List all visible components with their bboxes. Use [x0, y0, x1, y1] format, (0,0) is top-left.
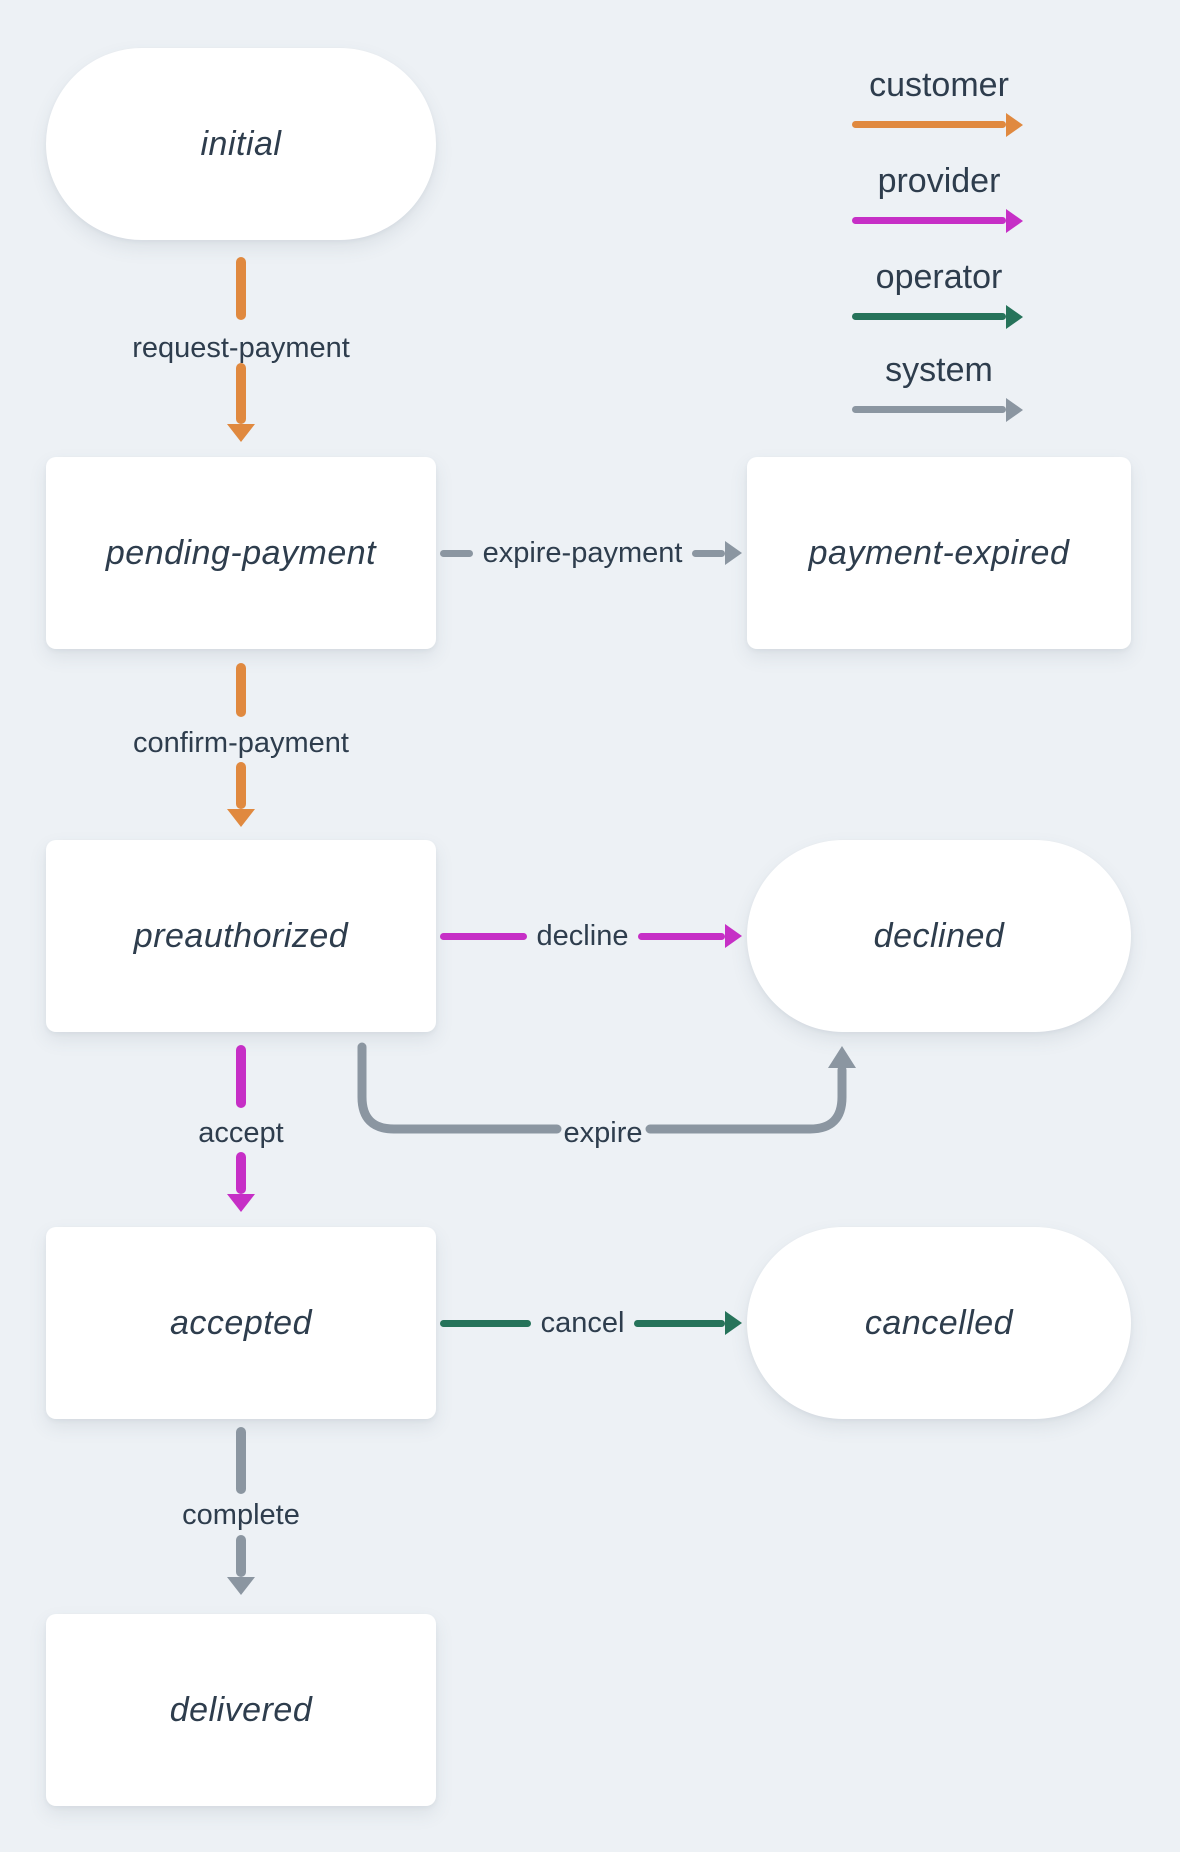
arrow-line: [236, 1045, 246, 1108]
node-label: delivered: [169, 1690, 313, 1729]
arrow-line: [236, 762, 246, 809]
arrowhead-right-icon: [1006, 113, 1023, 137]
arrow-line: [634, 1319, 726, 1327]
arrowhead-up-icon: [828, 1046, 856, 1068]
node-declined: declined: [747, 840, 1131, 1032]
legend-arrow-line: [852, 313, 1006, 320]
transition-label: complete: [182, 1499, 300, 1531]
arrow-line: [236, 1427, 246, 1494]
arrowhead-down-icon: [227, 1577, 255, 1595]
arrow-line: [236, 1535, 246, 1577]
legend-arrow-provider: [819, 209, 1059, 233]
legend-arrow-operator: [819, 305, 1059, 329]
arrowhead-right-icon: [1006, 398, 1023, 422]
node-label: preauthorized: [133, 916, 349, 955]
transition-label: request-payment: [132, 332, 350, 364]
transition-label: expire: [563, 1117, 643, 1149]
arrowhead-right-icon: [1006, 209, 1023, 233]
transition-label: decline: [536, 919, 629, 952]
node-cancelled: cancelled: [747, 1227, 1131, 1419]
arrowhead-right-icon: [725, 924, 742, 948]
arrowhead-right-icon: [725, 541, 742, 565]
node-label: payment-expired: [808, 533, 1070, 572]
legend-arrow-line: [852, 121, 1006, 128]
arrow-line: [236, 1152, 246, 1194]
node-label: cancelled: [864, 1303, 1014, 1342]
transition-cancel: cancel: [440, 1302, 743, 1344]
arrowhead-right-icon: [725, 1311, 743, 1335]
expire-curve-segment: [645, 1065, 847, 1134]
legend-label: customer: [869, 66, 1009, 104]
legend-item-provider: provider: [819, 159, 1059, 233]
legend-arrow-customer: [819, 113, 1059, 137]
transition-label: expire-payment: [482, 536, 683, 569]
legend-arrow-line: [852, 217, 1006, 224]
arrow-line: [440, 932, 527, 940]
arrow-line: [440, 1319, 531, 1327]
arrowhead-right-icon: [1006, 305, 1023, 329]
legend-item-operator: operator: [819, 255, 1059, 329]
node-delivered: delivered: [46, 1614, 436, 1806]
arrow-line: [236, 257, 246, 320]
legend-label: system: [885, 351, 993, 389]
arrow-line: [236, 363, 246, 424]
arrowhead-down-icon: [227, 424, 255, 442]
arrow-line: [638, 932, 725, 940]
transition-expire-payment: expire-payment: [440, 532, 742, 574]
node-preauthorized: preauthorized: [46, 840, 436, 1032]
transition-label: confirm-payment: [133, 727, 349, 759]
node-accepted: accepted: [46, 1227, 436, 1419]
transition-decline: decline: [440, 915, 742, 957]
node-label: pending-payment: [105, 533, 377, 572]
legend-label: operator: [875, 258, 1003, 296]
legend-item-customer: customer: [819, 63, 1059, 137]
node-initial: initial: [46, 48, 436, 240]
legend-item-system: system: [819, 348, 1059, 422]
arrow-line: [440, 549, 473, 557]
legend-label: provider: [877, 162, 1001, 200]
arrowhead-down-icon: [227, 809, 255, 827]
legend-arrow-system: [819, 398, 1059, 422]
transition-label: cancel: [540, 1306, 625, 1339]
node-pending-payment: pending-payment: [46, 457, 436, 649]
node-label: declined: [873, 916, 1005, 955]
node-label: initial: [200, 124, 282, 163]
arrow-line: [236, 663, 246, 717]
legend-arrow-line: [852, 406, 1006, 413]
node-payment-expired: payment-expired: [747, 457, 1131, 649]
arrow-line: [692, 549, 725, 557]
node-label: accepted: [170, 1303, 312, 1342]
transition-label: accept: [198, 1117, 284, 1149]
arrowhead-down-icon: [227, 1194, 255, 1212]
